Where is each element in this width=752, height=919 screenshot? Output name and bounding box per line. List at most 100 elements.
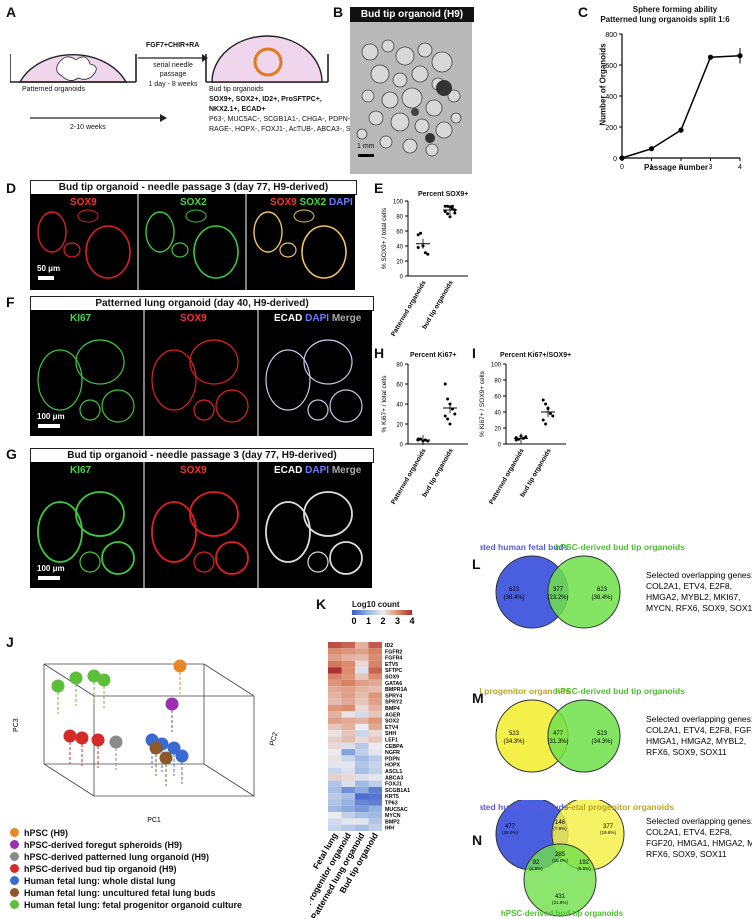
venn-percent: (4.8%) xyxy=(529,866,543,871)
legend-item: hPSC-derived patterned lung organoid (H9… xyxy=(10,852,209,862)
heatmap-cell xyxy=(368,818,382,825)
patterned-organoids-label: Patterned organoids xyxy=(22,86,86,93)
data-point xyxy=(544,402,548,406)
scale-swatch xyxy=(398,610,401,615)
heatmap-cell xyxy=(355,711,369,718)
heatmap-cell xyxy=(341,786,355,794)
heatmap-cell xyxy=(328,824,342,831)
organoid-ring xyxy=(329,541,363,575)
heatmap-cell xyxy=(328,799,342,806)
scale-swatch xyxy=(392,610,395,615)
pca-box-edge xyxy=(43,663,95,697)
pca-point xyxy=(51,679,65,693)
genes-line: HMGA2, MYBL2, MKI67, xyxy=(646,592,740,602)
heatmap-cell xyxy=(341,793,355,800)
scale-swatch xyxy=(361,610,363,615)
heatmap-cell xyxy=(341,774,355,781)
organoid-ring xyxy=(193,225,239,279)
scale-swatch xyxy=(368,610,371,615)
data-point xyxy=(446,397,450,401)
gene-label: GATA6 xyxy=(385,681,402,687)
chart-h-title: Percent Ki67+ xyxy=(410,352,457,359)
x-category-label: bud tip organoids xyxy=(519,447,553,498)
heatmap-cell xyxy=(341,698,355,705)
heatmap-cell xyxy=(355,793,369,800)
legend-label: Human fetal lung: uncultured fetal lung … xyxy=(24,888,216,898)
scale-tick: 1 xyxy=(366,616,371,626)
data-point xyxy=(448,422,452,426)
scale-label-d: 50 μm xyxy=(37,264,61,273)
gene-label: NGFR xyxy=(385,750,400,756)
heatmap-cell xyxy=(355,761,369,768)
panel-label-h: H xyxy=(374,345,385,361)
heatmap-cell xyxy=(368,749,382,756)
heatmap-cell xyxy=(355,698,369,705)
heatmap-cell xyxy=(368,786,382,794)
heatmap-cell xyxy=(341,723,355,731)
heatmap-cell xyxy=(355,736,369,743)
venn-label-a: Isolated human fetal buds xyxy=(480,542,569,552)
scale-bar-d xyxy=(38,276,54,280)
gene-label: ETV4 xyxy=(385,725,398,731)
venn-label-a: Isolated human fetal buds xyxy=(480,802,569,812)
panel-label-i: I xyxy=(472,345,476,361)
heatmap-cell xyxy=(368,705,382,712)
heatmap-cell xyxy=(368,755,382,762)
scale-swatch xyxy=(389,610,392,615)
heatmap-cell xyxy=(328,717,342,724)
gene-label: FOXJ1 xyxy=(385,782,402,788)
y-tick-label: 0 xyxy=(400,443,404,449)
data-point xyxy=(416,246,420,249)
data-point xyxy=(450,207,454,210)
heatmap-cell xyxy=(368,692,382,699)
venn-count: 377 xyxy=(603,824,614,830)
d-label-sox2: SOX2 xyxy=(180,197,207,208)
venn-count: 477 xyxy=(553,731,564,737)
legend-item: hPSC-derived foregut spheroids (H9) xyxy=(10,840,182,850)
heatmap-cell xyxy=(341,749,355,756)
panel-b-title: Bud tip organoid (H9) xyxy=(350,7,474,22)
scale-swatch xyxy=(394,610,396,615)
venn-percent: (9.9%) xyxy=(577,866,591,871)
panel-f-title: Patterned lung organoid (day 40, H9-deri… xyxy=(30,296,374,311)
gene-label: LEF1 xyxy=(385,738,398,744)
bud-tip-organoid-circle xyxy=(253,47,283,77)
heatmap-cell xyxy=(328,648,342,655)
series-line xyxy=(621,54,741,159)
gene-label: AGER xyxy=(385,712,400,718)
genes-line: RFX6, SOX9, SOX11 xyxy=(646,747,727,757)
y-axis-label: % Ki67+ / SOX9+ cells xyxy=(479,370,486,437)
panel-a-drawing xyxy=(10,35,329,122)
organoid-ring xyxy=(189,339,239,385)
y-tick-label: 0 xyxy=(613,156,617,163)
scale-swatch xyxy=(374,610,377,615)
panel-label-f: F xyxy=(6,294,15,310)
scale-swatch xyxy=(365,610,368,615)
y-tick-label: 80 xyxy=(396,363,403,369)
organoid-ring xyxy=(145,211,175,253)
heatmap-cell xyxy=(341,667,355,674)
gene-label: PDPN xyxy=(385,756,400,762)
legend-swatch xyxy=(10,876,19,885)
organoid-ring xyxy=(75,491,125,537)
panel-g-image: KI67 SOX9 ECAD DAPI Merge 100 μm xyxy=(30,462,372,588)
scale-swatch xyxy=(382,610,384,615)
venn-percent: (19.8%) xyxy=(600,830,616,835)
gene-label: CEBPA xyxy=(385,744,403,750)
time-label: 2-10 weeks xyxy=(70,124,106,131)
legend-label: Human fetal lung: whole distal lung xyxy=(24,876,176,886)
heatmap-cell xyxy=(328,805,342,813)
organoid-ring xyxy=(279,242,297,258)
scale-swatch xyxy=(367,610,369,615)
organoid-ring xyxy=(215,389,249,423)
y-tick-label: 80 xyxy=(494,379,501,385)
gene-label: ID2 xyxy=(385,643,393,649)
chart-i-title: Percent Ki67+/SOX9+ xyxy=(500,352,572,359)
heatmap-cell xyxy=(355,654,369,661)
x-category-label: bud tip organoids xyxy=(421,279,455,330)
heatmap-cell xyxy=(328,673,342,680)
panel-label-b: B xyxy=(333,4,344,20)
scale-swatch xyxy=(383,610,386,615)
